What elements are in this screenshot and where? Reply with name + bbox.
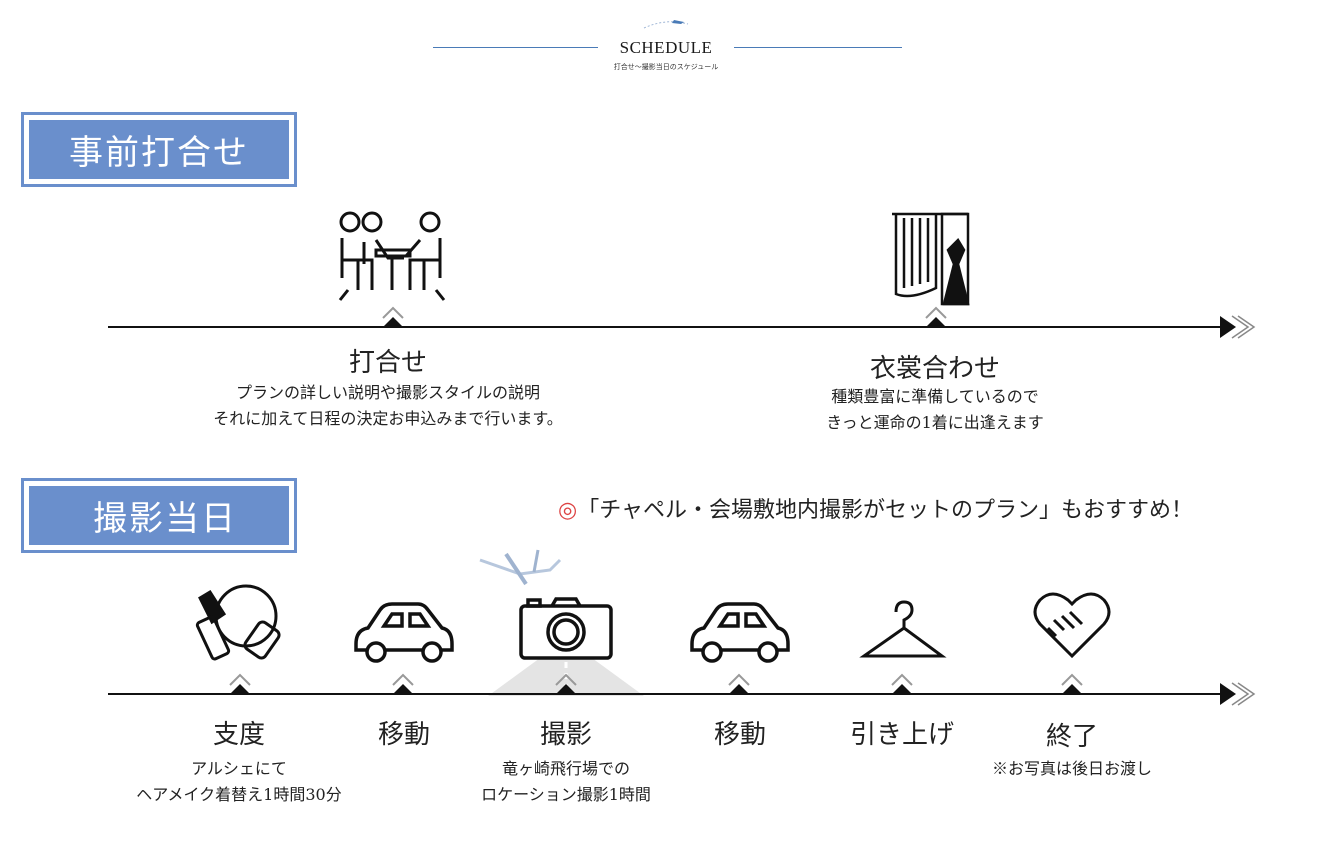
meeting-icon — [338, 211, 446, 301]
dress-curtain-icon — [892, 212, 970, 306]
pre-step-desc-1: 種類豊富に準備しているので きっと運命の1着に出逢えます — [826, 387, 1044, 432]
section-pre-meeting: 事前打合せ — [21, 112, 297, 187]
marker-pre-0 — [382, 306, 404, 327]
section-shooting-day: 撮影当日 — [21, 478, 297, 553]
header-line-left — [433, 47, 598, 48]
hanger-icon — [859, 600, 947, 658]
day-step-desc-5: ※お写真は後日お渡し — [991, 759, 1153, 778]
day-step-desc-2: 竜ヶ崎飛行場での ロケーション撮影1時間 — [481, 759, 651, 804]
camera-icon — [519, 597, 613, 660]
marker-day-4 — [891, 673, 913, 694]
airplane-icon — [479, 549, 562, 586]
heart-handshake-icon — [1033, 592, 1111, 659]
day-step-title-1: 移動 — [377, 720, 431, 750]
header-subtitle: 打合せ〜撮影当日のスケジュール — [613, 63, 719, 71]
marker-pre-1 — [925, 306, 947, 327]
timeline-day — [108, 693, 1224, 695]
day-step-title-5: 終了 — [1045, 722, 1099, 752]
pre-step-title-1: 衣裳合わせ — [869, 354, 1001, 384]
airplane-logo-icon — [643, 20, 689, 29]
double-circle-icon: ◎ — [558, 498, 578, 523]
pre-step-desc-0: プランの詳しい説明や撮影スタイルの説明 それに加えて日程の決定お申込みまで行いま… — [213, 383, 563, 428]
day-step-title-2: 撮影 — [539, 720, 593, 750]
day-step-title-0: 支度 — [212, 720, 266, 750]
recommend-note: ◎「チャペル・会場敷地内撮影がセットのプラン」もおすすめ！ — [558, 498, 1193, 523]
day-step-title-3: 移動 — [713, 720, 767, 750]
pre-step-title-0: 打合せ — [348, 348, 428, 378]
marker-day-5 — [1061, 673, 1083, 694]
marker-day-3 — [728, 673, 750, 694]
arrow-end-pre-icon — [1220, 315, 1256, 339]
marker-day-1 — [392, 673, 414, 694]
day-step-desc-0: アルシェにて ヘアメイク着替え1時間30分 — [136, 759, 342, 804]
section-pre-label: 事前打合せ — [69, 133, 249, 173]
car-icon-1 — [690, 602, 790, 663]
day-step-title-4: 引き上げ — [849, 720, 955, 750]
section-day-label: 撮影当日 — [93, 499, 237, 539]
timeline-pre — [108, 326, 1224, 328]
makeup-icon — [195, 584, 281, 661]
car-icon-0 — [354, 602, 454, 663]
header-line-right — [734, 47, 902, 48]
marker-day-0 — [229, 673, 251, 694]
arrow-end-day-icon — [1220, 682, 1256, 706]
marker-day-2 — [555, 673, 577, 694]
header-title: SCHEDULE — [619, 38, 713, 57]
